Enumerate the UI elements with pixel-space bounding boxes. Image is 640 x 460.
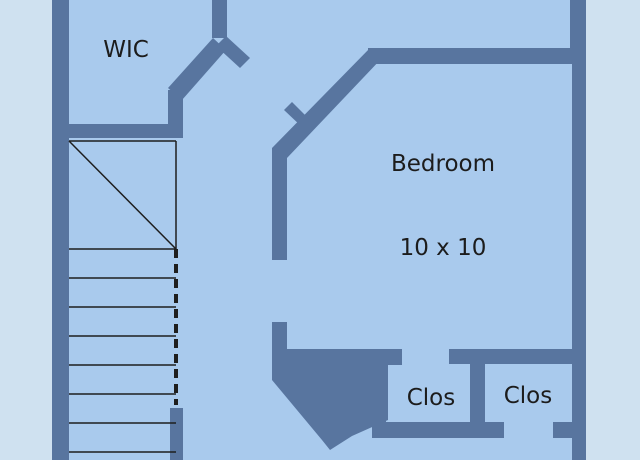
wic-bottom-wall xyxy=(52,124,183,138)
left-outer-wall xyxy=(52,0,69,460)
door-stop-wic xyxy=(216,36,250,68)
stair-arrow-diagonal xyxy=(68,140,177,250)
bedroom-dimensions: 10 x 10 xyxy=(400,235,487,261)
door-stop-bedroom xyxy=(284,102,310,127)
bedroom-top-wall xyxy=(368,48,586,64)
bedroom-left-wall-lower xyxy=(272,322,287,354)
bedroom-label: Bedroom xyxy=(391,151,495,177)
right-outer-wall-top xyxy=(570,0,586,60)
wic-right-wall xyxy=(212,0,227,38)
closet-left-label: Clos xyxy=(407,385,456,411)
right-outer-wall-lower xyxy=(572,349,586,460)
closet-angled-fill xyxy=(272,352,388,450)
stair-rail-post xyxy=(170,408,183,460)
wic-label: WIC xyxy=(103,37,149,63)
staircase xyxy=(68,140,178,453)
closet-right-label: Clos xyxy=(504,383,553,409)
walls xyxy=(52,0,586,460)
right-outer-wall xyxy=(572,50,586,360)
closet-left-inner-wall xyxy=(372,349,386,437)
closet-divider-wall xyxy=(470,349,485,438)
closet-right-top-wall xyxy=(449,349,586,364)
bedroom-angled-wall xyxy=(272,48,382,158)
wic-angled-wall xyxy=(168,38,226,100)
bedroom-left-wall-upper xyxy=(272,148,287,260)
